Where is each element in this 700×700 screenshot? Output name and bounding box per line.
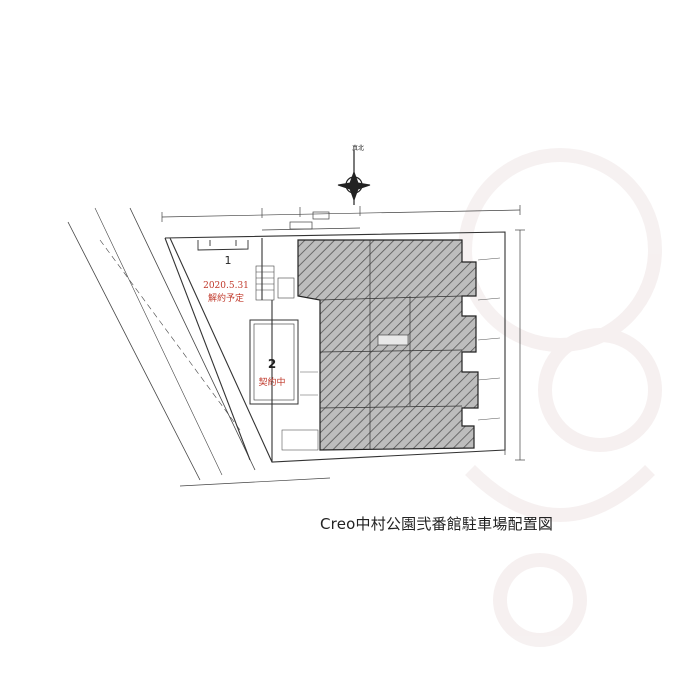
stairs bbox=[255, 265, 295, 301]
plan-caption: Creo中村公園弐番館駐車場配置図 bbox=[320, 515, 554, 533]
slot-2-status: 契約中 bbox=[258, 376, 285, 388]
edge-marks bbox=[281, 257, 501, 451]
slot-1-date: 2020.5.31 bbox=[203, 281, 249, 291]
mascot-watermark bbox=[458, 148, 662, 647]
slot-2-number: 2 bbox=[268, 357, 276, 371]
svg-text:真北: 真北 bbox=[352, 144, 364, 152]
parking-slot-2[interactable] bbox=[249, 319, 299, 405]
north-arrow-icon: 真北 bbox=[337, 144, 371, 205]
slot-1-number: 1 bbox=[225, 254, 232, 267]
building-footprint bbox=[297, 239, 479, 451]
site-boundary bbox=[164, 231, 506, 463]
road-boundary-lines bbox=[67, 207, 256, 481]
parking-slot-1[interactable] bbox=[197, 240, 249, 251]
slot-1-status: 解約予定 bbox=[208, 292, 244, 304]
